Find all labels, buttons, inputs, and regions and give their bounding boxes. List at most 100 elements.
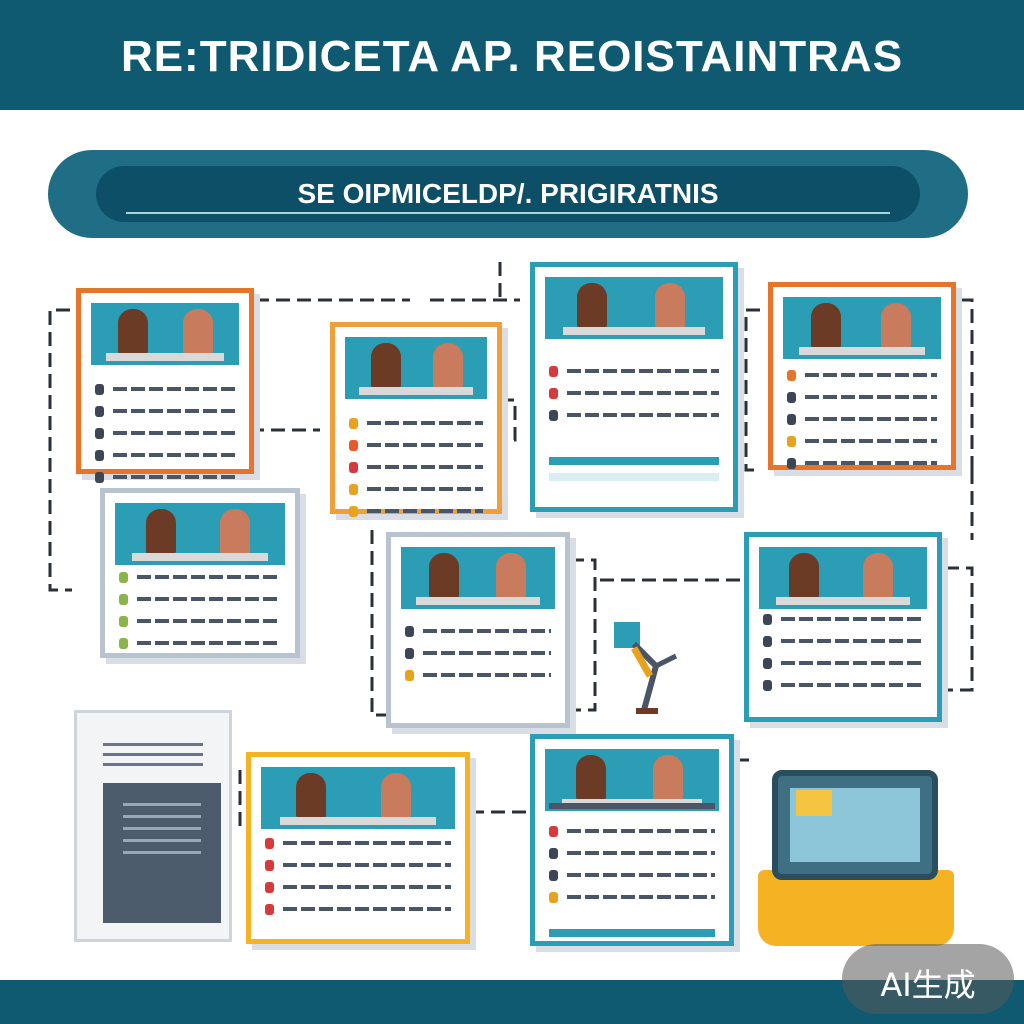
list-item <box>405 645 551 667</box>
bullet-icon <box>119 594 128 605</box>
bullet-icon <box>549 870 558 881</box>
page-title: RE:TRIDICETA AP. REOISTAINTRAS <box>120 32 904 81</box>
list-item <box>349 503 483 525</box>
bullet-icon <box>549 410 558 421</box>
highlight-bar <box>549 457 719 465</box>
person-illustration-icon <box>545 749 719 811</box>
highlight-bar <box>549 473 719 481</box>
text-placeholder <box>567 829 715 833</box>
list-item <box>763 655 923 677</box>
text-placeholder <box>805 439 937 443</box>
document-panel <box>103 783 221 923</box>
list-item <box>95 469 235 491</box>
list-item <box>119 613 281 635</box>
card-text-lines <box>265 835 451 923</box>
list-item <box>549 845 715 867</box>
bullet-icon <box>95 428 104 439</box>
card-text-lines <box>763 611 923 699</box>
bullet-icon <box>787 414 796 425</box>
card-7 <box>744 532 942 722</box>
bullet-icon <box>787 392 796 403</box>
bullet-icon <box>119 616 128 627</box>
list-item <box>95 425 235 447</box>
list-item <box>405 623 551 645</box>
list-item <box>95 447 235 469</box>
list-item <box>405 667 551 689</box>
list-item <box>265 835 451 857</box>
text-placeholder <box>567 391 719 395</box>
text-placeholder <box>567 413 719 417</box>
bullet-icon <box>95 384 104 395</box>
bullet-icon <box>349 440 358 451</box>
person-illustration-icon <box>783 297 941 359</box>
bullet-icon <box>787 370 796 381</box>
card-text-lines <box>349 415 483 525</box>
connector-line-icon <box>370 530 386 717</box>
card-text-lines <box>95 381 235 491</box>
text-placeholder <box>283 863 451 867</box>
list-item <box>119 569 281 591</box>
person-illustration-icon <box>91 303 239 365</box>
bullet-icon <box>787 458 796 469</box>
list-item <box>549 823 715 845</box>
card-text-lines <box>787 367 937 477</box>
text-placeholder <box>423 651 551 655</box>
text-placeholder <box>367 509 483 513</box>
person-illustration-icon <box>345 337 487 399</box>
person-figure-icon <box>614 622 678 714</box>
list-item <box>349 459 483 481</box>
list-item <box>549 363 719 385</box>
text-placeholder <box>567 851 715 855</box>
list-item <box>119 591 281 613</box>
list-item <box>787 367 937 389</box>
banner-inner: SE OIPMICELDP/. PRIGIRATNIS <box>96 166 920 222</box>
list-item <box>95 403 235 425</box>
list-item <box>763 611 923 633</box>
text-placeholder <box>367 421 483 425</box>
bullet-icon <box>349 484 358 495</box>
tablet-device-icon <box>772 770 938 880</box>
text-placeholder <box>137 597 281 601</box>
list-item <box>95 381 235 403</box>
bullet-icon <box>763 636 772 647</box>
bullet-icon <box>349 462 358 473</box>
card-3 <box>530 262 738 512</box>
card-5 <box>100 488 300 658</box>
bullet-icon <box>549 388 558 399</box>
watermark-text: AI生成 <box>880 966 976 1004</box>
list-item <box>349 415 483 437</box>
text-placeholder <box>137 575 281 579</box>
connector-line-icon <box>570 558 597 712</box>
header-bar: RE:TRIDICETA AP. REOISTAINTRAS <box>0 0 1024 110</box>
person-illustration-icon <box>261 767 455 829</box>
bullet-icon <box>95 406 104 417</box>
person-illustration-icon <box>759 547 927 609</box>
list-item <box>787 455 937 477</box>
text-placeholder <box>113 387 235 391</box>
text-placeholder <box>805 395 937 399</box>
list-item <box>265 879 451 901</box>
person-illustration-icon <box>545 277 723 339</box>
connector-line-icon <box>945 566 974 692</box>
text-placeholder <box>781 617 923 621</box>
text-placeholder <box>423 673 551 677</box>
card-6 <box>386 532 570 728</box>
list-item <box>763 633 923 655</box>
connector-line-icon <box>960 298 974 470</box>
card-text-lines <box>549 363 719 429</box>
text-placeholder <box>113 409 235 413</box>
bullet-icon <box>95 472 104 483</box>
text-placeholder <box>367 465 483 469</box>
card-text-lines <box>405 623 551 689</box>
list-item <box>119 635 281 657</box>
card-1 <box>76 288 254 483</box>
text-placeholder <box>283 841 451 845</box>
bullet-icon <box>549 366 558 377</box>
list-item <box>787 389 937 411</box>
text-placeholder <box>567 369 719 373</box>
list-item <box>349 481 483 503</box>
text-placeholder <box>567 895 715 899</box>
text-placeholder <box>367 443 483 447</box>
list-item <box>265 901 451 923</box>
list-item <box>549 889 715 911</box>
